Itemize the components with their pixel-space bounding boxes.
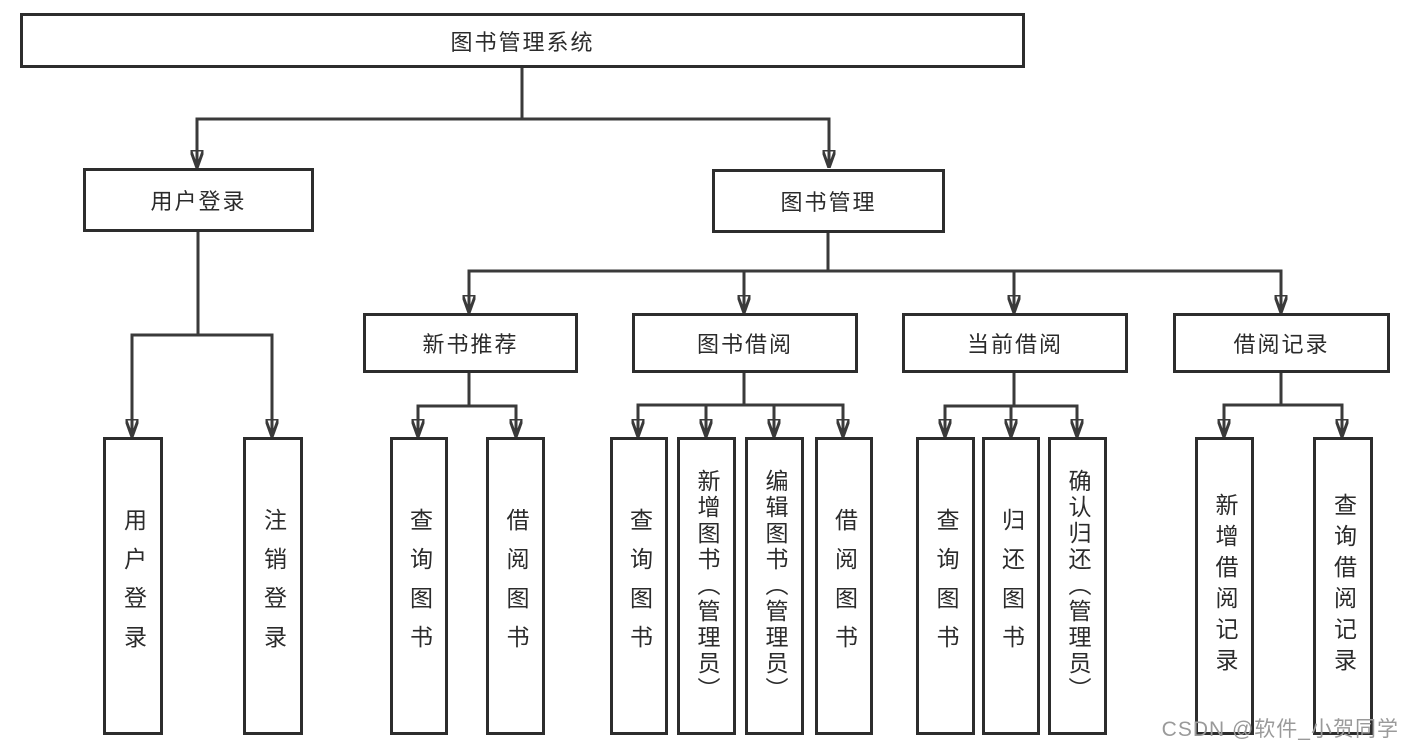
connector-user-login-to-leaf-login (132, 232, 200, 436)
leaf-label: 借阅图书 (503, 508, 529, 664)
connector-book-management-to-new-book (469, 233, 830, 312)
node-user-login: 用户登录 (83, 168, 314, 232)
node-current-borrow: 当前借阅 (902, 313, 1128, 373)
leaf-label: 新增借阅记录 (1212, 493, 1238, 679)
connector-book-management-to-current-borrow (826, 233, 1014, 312)
connector-book-borrow-to-edit-book (742, 373, 774, 436)
leaf-label: 查询借阅记录 (1330, 493, 1357, 679)
leaf-label: 新增图书（管理员） (694, 469, 720, 703)
connector-current-borrow-to-confirm-return (1012, 373, 1077, 436)
connector-root-to-book-management (520, 68, 829, 167)
connector-current-borrow-to-return-books (1011, 373, 1014, 436)
connector-borrow-records-to-add-record (1224, 373, 1283, 436)
connector-new-book-to-query-books (418, 373, 471, 436)
node-book-borrow: 图书借阅 (632, 313, 858, 373)
connector-book-management-to-book-borrow (744, 233, 830, 312)
connector-new-book-to-borrow-books (467, 373, 516, 436)
leaf-label: 查询图书 (626, 508, 653, 664)
node-label: 借阅记录 (1233, 332, 1330, 357)
node-label: 新书推荐 (422, 332, 519, 357)
leaf-query-books-2: 查询图书 (610, 437, 668, 735)
node-label: 当前借阅 (966, 332, 1063, 357)
connector-book-borrow-to-query-books (638, 373, 746, 436)
leaf-query-borrow-record: 查询借阅记录 (1313, 437, 1373, 735)
leaf-return-books: 归还图书 (982, 437, 1040, 735)
connector-book-borrow-to-add-book (706, 373, 746, 436)
leaf-borrow-books-1: 借阅图书 (486, 437, 545, 735)
leaf-label: 注销登录 (260, 508, 287, 664)
connector-borrow-records-to-query-record (1279, 373, 1342, 436)
leaf-borrow-books-2: 借阅图书 (815, 437, 873, 735)
connector-book-borrow-to-borrow-books (742, 373, 843, 436)
node-label: 用户登录 (150, 189, 247, 214)
node-new-book-recommend: 新书推荐 (363, 313, 578, 373)
connector-root-to-user-login (197, 68, 524, 167)
leaf-logout: 注销登录 (243, 437, 303, 735)
csdn-watermark: CSDN @软件_小贺同学 (1161, 718, 1399, 741)
connector-current-borrow-to-query-books (945, 373, 1016, 436)
leaf-label: 借阅图书 (831, 508, 858, 664)
leaf-add-book-admin: 新增图书（管理员） (677, 437, 736, 735)
leaf-query-books-1: 查询图书 (390, 437, 448, 735)
leaf-add-borrow-record: 新增借阅记录 (1195, 437, 1254, 735)
node-label: 图书管理 (780, 190, 877, 215)
node-book-system: 图书管理系统 (20, 13, 1025, 68)
connector-user-login-to-leaf-logout (196, 232, 272, 436)
leaf-label: 查询图书 (933, 508, 959, 664)
node-label: 图书借阅 (696, 332, 793, 357)
leaf-label: 用户登录 (120, 508, 147, 664)
leaf-label: 确认归还（管理员） (1065, 469, 1091, 703)
node-book-management: 图书管理 (712, 169, 945, 233)
node-label: 图书管理系统 (450, 29, 595, 55)
leaf-label: 查询图书 (406, 508, 433, 664)
leaf-label: 归还图书 (998, 508, 1025, 664)
connector-book-management-to-borrow-records (826, 233, 1281, 312)
node-borrow-records: 借阅记录 (1173, 313, 1390, 373)
leaf-confirm-return-admin: 确认归还（管理员） (1048, 437, 1107, 735)
leaf-label: 编辑图书（管理员） (762, 469, 788, 703)
leaf-user-login: 用户登录 (103, 437, 163, 735)
leaf-query-books-3: 查询图书 (916, 437, 975, 735)
leaf-edit-book-admin: 编辑图书（管理员） (745, 437, 804, 735)
